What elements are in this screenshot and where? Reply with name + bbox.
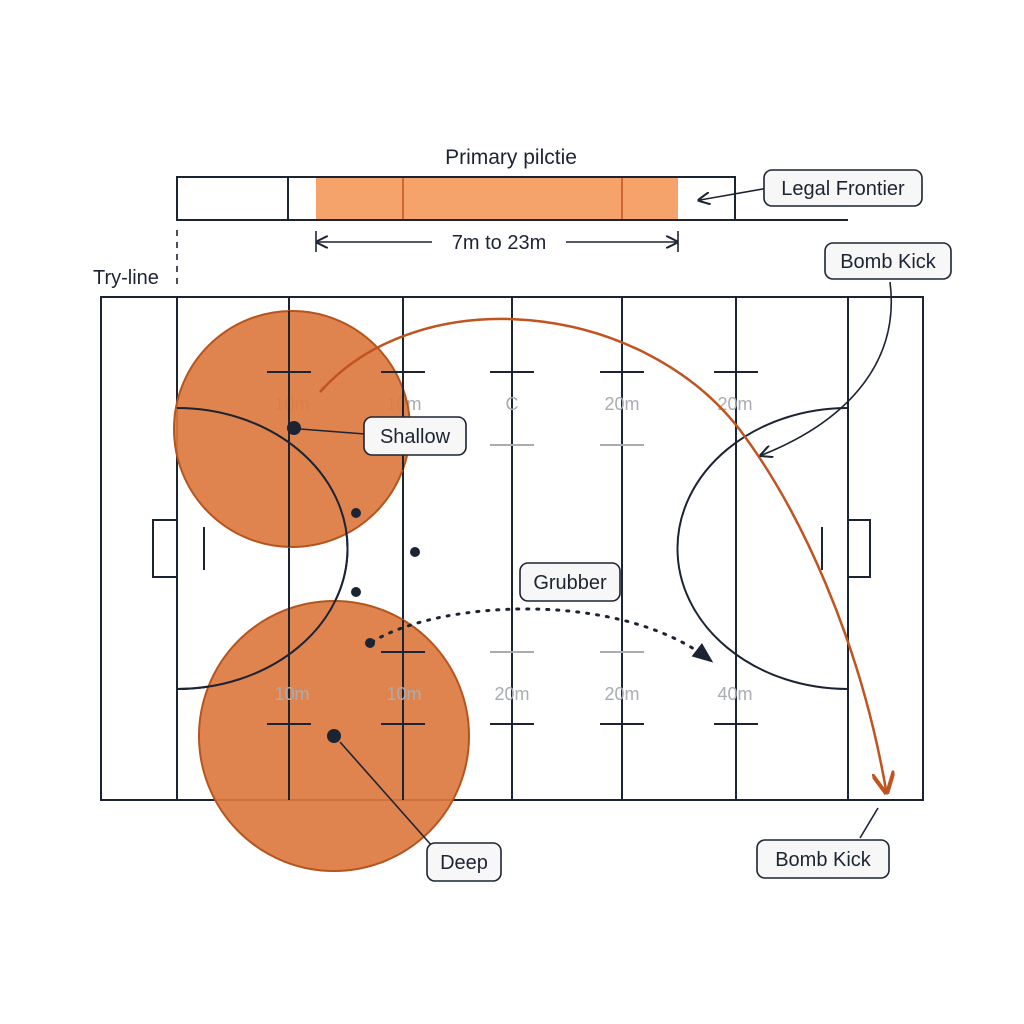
players: [287, 421, 420, 743]
callout-legal-frontier: Legal Frontier: [763, 169, 923, 207]
player-dot: [410, 547, 420, 557]
callout-label: Bomb Kick: [840, 251, 937, 273]
legal-frontier-strip: [176, 176, 848, 290]
player-dot: [287, 421, 301, 435]
callout-label: Shallow: [380, 426, 451, 448]
leader-lines: [299, 187, 892, 856]
callout-deep: Deep: [426, 842, 502, 882]
player-dot: [365, 638, 375, 648]
primary-band: [316, 178, 678, 219]
yard-label: C: [506, 394, 519, 414]
yard-label: 40m: [717, 684, 752, 704]
diagram-title: Primary pilctie: [445, 146, 577, 169]
yard-label: 20m: [604, 394, 639, 414]
yard-label: 20m: [717, 394, 752, 414]
try-line-label: Try-line: [93, 267, 159, 289]
callout-label: Deep: [440, 852, 488, 874]
yard-label: 20m: [604, 684, 639, 704]
player-dot: [327, 729, 341, 743]
callout-bomb-kick-top: Bomb Kick: [824, 242, 952, 280]
callout-label: Bomb Kick: [775, 849, 872, 871]
player-dot: [351, 508, 361, 518]
range-dimension: 7m to 23m: [315, 231, 679, 254]
callout-bomb-kick-bottom: Bomb Kick: [756, 839, 890, 879]
yard-label: 10m: [274, 684, 309, 704]
player-dot: [351, 587, 361, 597]
range-label: 7m to 23m: [452, 232, 546, 254]
callout-label: Legal Frontier: [781, 178, 905, 200]
callout-label: Grubber: [533, 572, 607, 594]
callout-shallow: Shallow: [363, 416, 467, 456]
yard-label: 10m: [386, 684, 421, 704]
bomb-kick-trajectory: [319, 317, 886, 790]
yard-labels-bottom: 10m 10m 20m 20m 40m: [274, 684, 752, 704]
yard-label: 20m: [494, 684, 529, 704]
callout-grubber: Grubber: [519, 562, 621, 602]
